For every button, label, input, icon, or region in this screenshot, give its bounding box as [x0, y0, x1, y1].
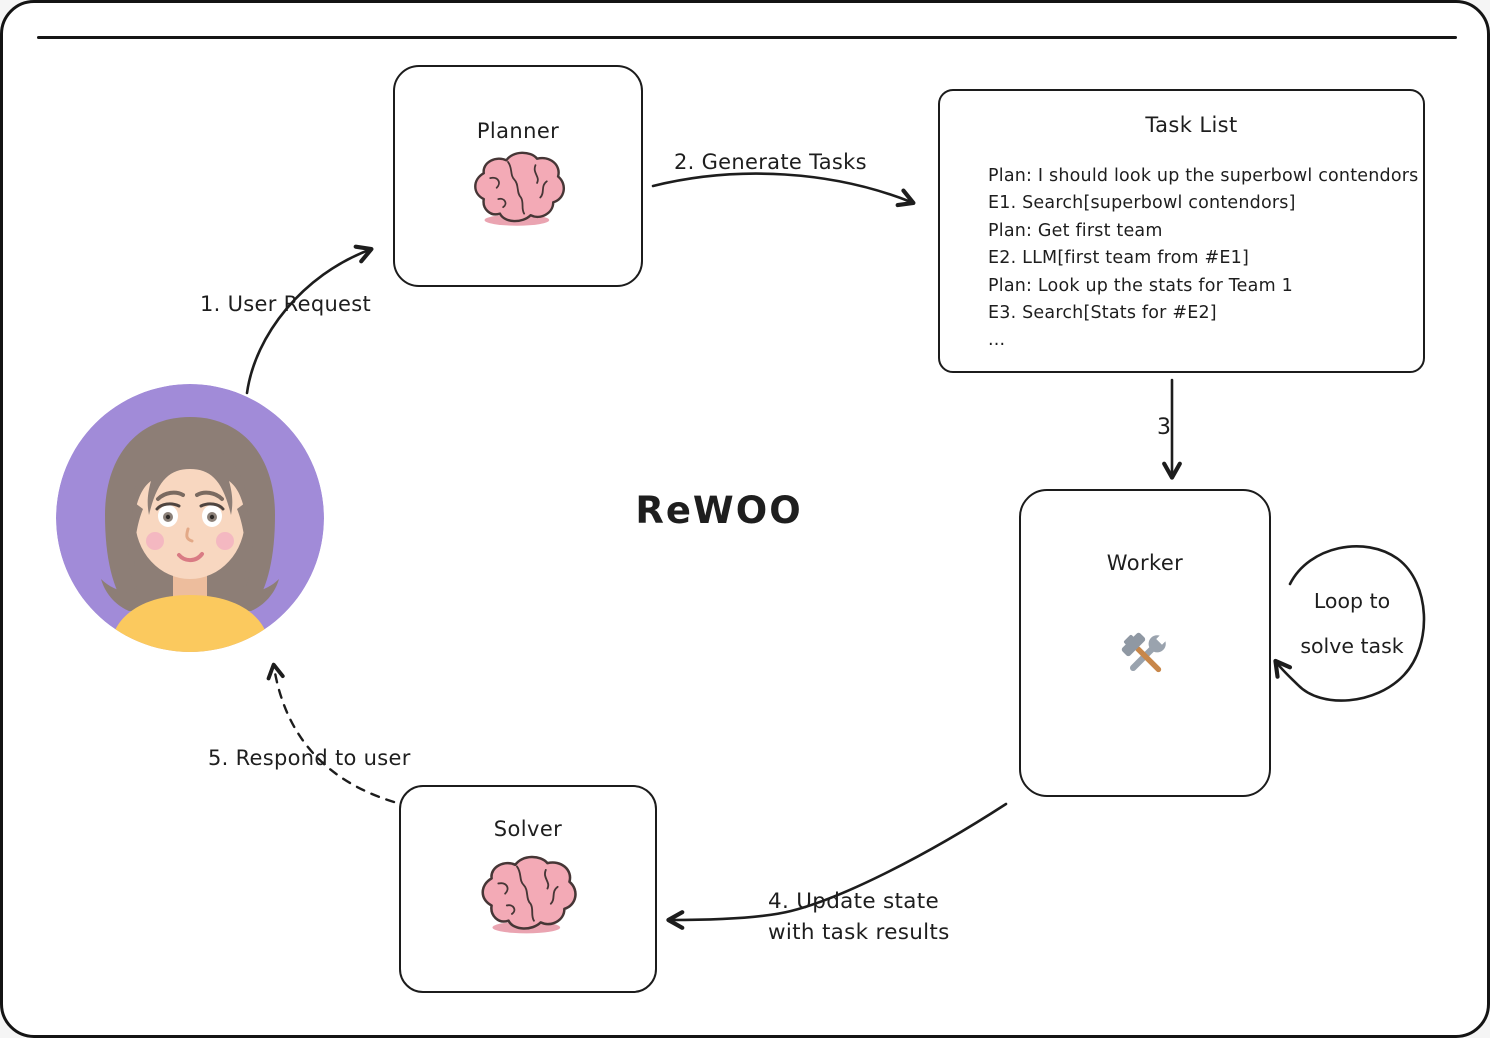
arrow-user-request — [245, 244, 374, 395]
diagram-title: ReWOO — [635, 489, 803, 532]
brain-icon — [473, 151, 565, 226]
top-divider-line — [37, 36, 1457, 39]
worker-node: Worker — [1019, 489, 1271, 797]
loop-label-line1: Loop to — [1313, 589, 1391, 613]
loop-label: Loop to solve task — [1290, 579, 1414, 669]
planner-node: Planner — [393, 65, 643, 287]
edge-label-generate-tasks: 2. Generate Tasks — [674, 150, 867, 174]
task-list-label: Task List — [1145, 113, 1238, 137]
task-list-line: E3. Search[Stats for #E2] — [988, 303, 1217, 324]
arrow-respond-to-user — [266, 662, 396, 804]
task-list-line: Plan: Look up the stats for Team 1 — [988, 275, 1293, 296]
edge-label-update-state-line2: with task results — [768, 920, 950, 945]
loop-label-line2: solve task — [1300, 634, 1404, 658]
edge-label-execute: 3 — [1157, 415, 1172, 440]
brain-icon — [481, 855, 577, 934]
edge-label-update-state-line1: 4. Update state — [768, 889, 940, 914]
task-list-line: Plan: Get first team — [988, 220, 1163, 241]
task-list-content: Plan: I should look up the superbowl con… — [988, 163, 1419, 355]
task-list-line: E2. LLM[first team from #E1] — [988, 248, 1250, 269]
planner-label: Planner — [476, 119, 560, 143]
edge-label-respond-to-user: 5. Respond to user — [208, 746, 411, 770]
task-list-line: ... — [988, 330, 1006, 351]
solver-label: Solver — [493, 817, 563, 841]
task-list-line: Plan: I should look up the superbowl con… — [988, 166, 1419, 186]
solver-node: Solver — [399, 785, 657, 993]
worker-label: Worker — [1106, 551, 1184, 575]
user-avatar — [56, 384, 324, 652]
edge-label-user-request: 1. User Request — [200, 292, 372, 316]
arrow-generate-tasks — [651, 172, 916, 208]
task-list-node: Task List Plan: I should look up the sup… — [938, 89, 1425, 373]
task-list-line: E1. Search[superbowl contendors] — [988, 193, 1296, 214]
edge-label-update-state: 4. Update state with task results — [768, 886, 978, 948]
hammer-and-wrench-icon — [1121, 632, 1168, 673]
